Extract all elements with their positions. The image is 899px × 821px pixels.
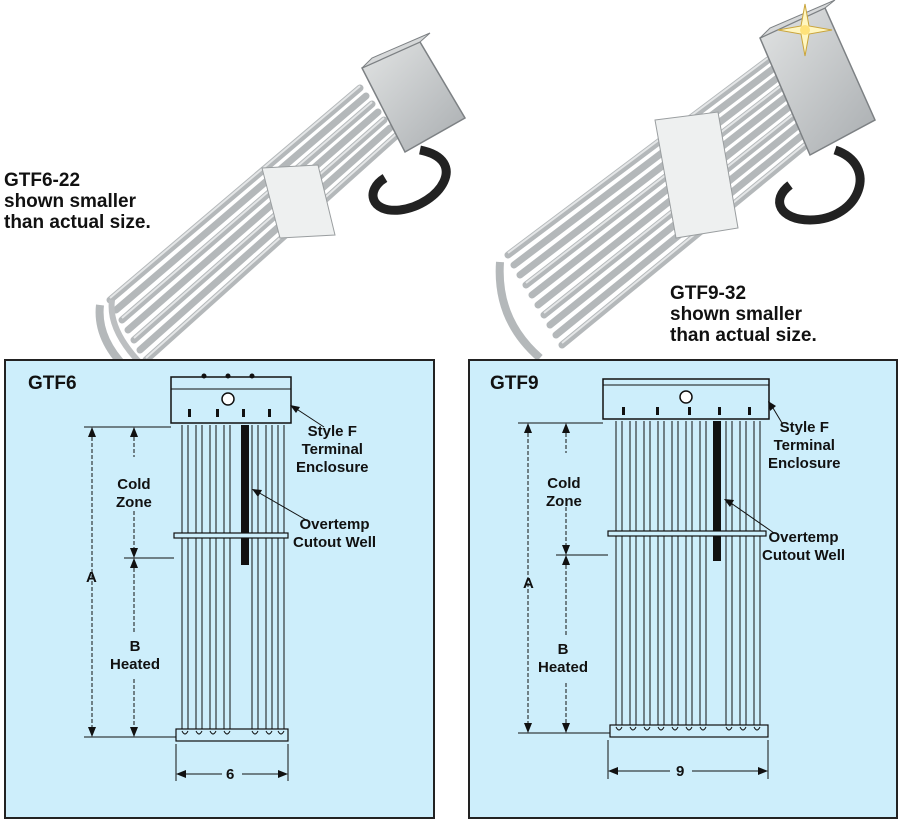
gtf9-label-cold-zone: Cold Zone	[546, 475, 582, 511]
gtf9-label-a: A	[523, 575, 534, 592]
caption-line: GTF6-22	[4, 170, 81, 191]
gtf6-dimension-b	[124, 431, 174, 733]
gtf6-dimension-width	[175, 744, 289, 781]
gtf9-diagram-panel: GTF9	[468, 359, 898, 819]
panel-title: GTF6	[28, 373, 77, 394]
caption-line: than actual size.	[670, 325, 817, 346]
gtf6-label-overtemp: Overtemp Cutout Well	[293, 516, 376, 552]
label-line: B	[557, 641, 569, 658]
label-line: Cutout Well	[762, 547, 846, 564]
sparkle-icon	[777, 3, 833, 57]
gtf6-label-width: 6	[226, 766, 235, 783]
gtf9-rod-lines	[615, 421, 761, 727]
label-line: Cold	[117, 476, 151, 493]
gtf9-dimension-b	[556, 427, 608, 729]
gtf9-dimension-width	[607, 740, 769, 779]
gtf6-label-cold-zone: Cold Zone	[116, 476, 152, 512]
gtf6-diagram-panel: GTF6	[4, 359, 435, 819]
label-line: Terminal	[773, 437, 835, 454]
gtf6-rod-lines	[181, 425, 285, 731]
label-line: Overtemp	[768, 529, 839, 546]
label-line: B	[129, 638, 141, 655]
gtf6-label-a: A	[86, 569, 97, 586]
label-line: Cutout Well	[293, 534, 377, 551]
gtf6-heater-photo	[95, 32, 467, 375]
label-line: Enclosure	[768, 455, 841, 472]
gtf9-label-width: 9	[676, 763, 685, 780]
gtf6-overtemp-well	[241, 425, 249, 565]
gtf9-label-overtemp: Overtemp Cutout Well	[762, 529, 845, 565]
gtf6-rods	[106, 84, 400, 364]
label-line: Overtemp	[299, 516, 370, 533]
gtf6-photo-caption: GTF6-22 shown smaller than actual size.	[4, 170, 151, 233]
gtf9-label-enclosure: Style F Terminal Enclosure	[768, 419, 841, 473]
label-line: Enclosure	[296, 459, 369, 476]
label-line: Heated	[110, 656, 161, 673]
gtf9-photo-caption: GTF9-32 shown smaller than actual size.	[670, 283, 817, 346]
gtf6-cable	[368, 145, 451, 215]
label-line: Style F	[779, 419, 829, 436]
gtf6-label-enclosure: Style F Terminal Enclosure	[296, 423, 369, 477]
label-line: Cold	[547, 475, 581, 492]
gtf6-label-b: B Heated	[110, 638, 160, 674]
label-line: Style F	[307, 423, 357, 440]
gtf9-cable	[775, 145, 865, 225]
caption-line: shown smaller	[670, 304, 802, 325]
caption-line: GTF9-32	[670, 283, 747, 304]
label-line: Zone	[546, 493, 582, 510]
label-line: Terminal	[301, 441, 363, 458]
gtf9-heater-photo	[495, 0, 876, 362]
gtf6-drawing	[84, 373, 325, 781]
caption-line: shown smaller	[4, 191, 136, 212]
gtf9-drawing	[518, 378, 783, 779]
gtf9-spacer	[654, 111, 739, 239]
gtf9-dimension-a	[518, 422, 610, 734]
label-line: Heated	[538, 659, 589, 676]
gtf6-spacer	[261, 164, 336, 239]
caption-line: than actual size.	[4, 212, 151, 233]
gtf6-dimension-a	[84, 426, 176, 738]
label-line: Zone	[116, 494, 152, 511]
gtf9-overtemp-well	[713, 421, 721, 561]
panel-title: GTF9	[490, 373, 539, 394]
gtf9-label-b: B Heated	[538, 641, 588, 677]
